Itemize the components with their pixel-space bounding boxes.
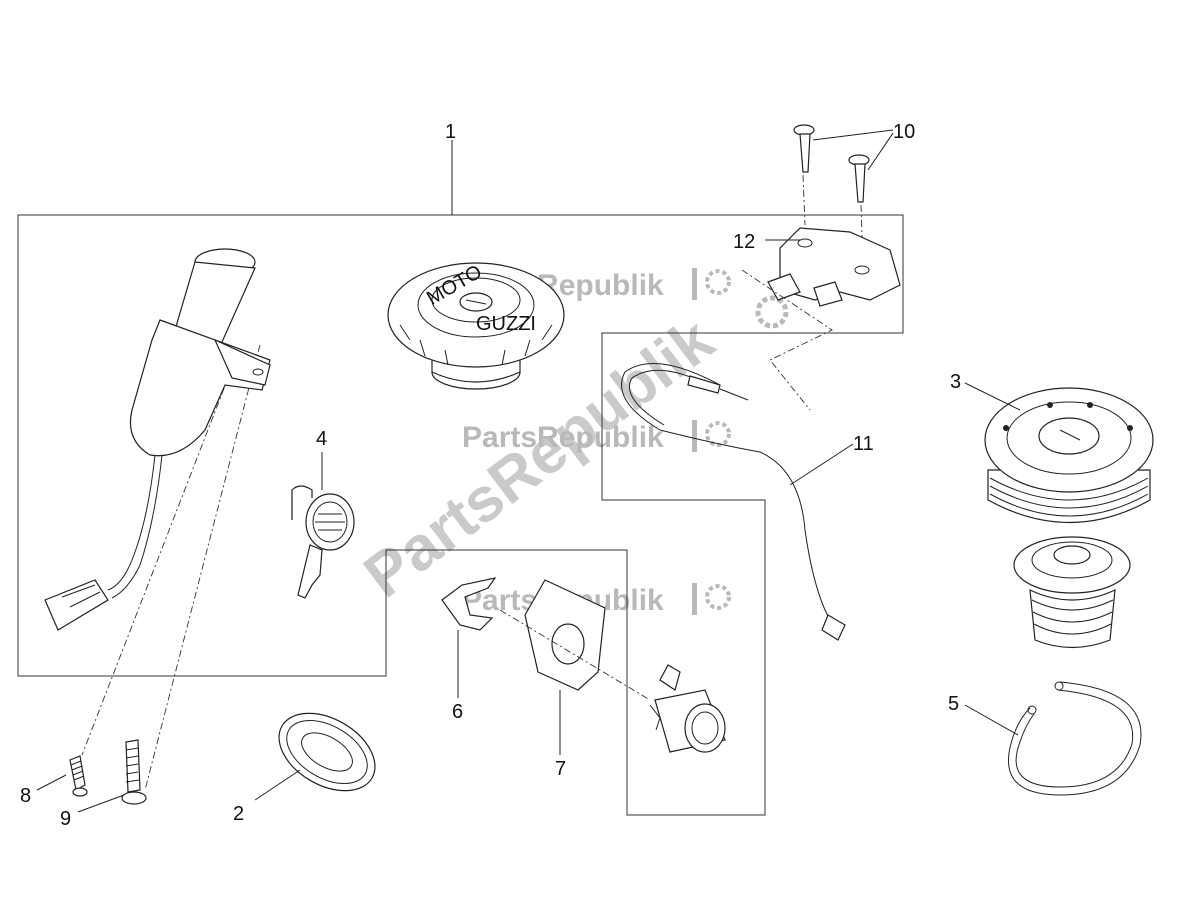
callout-8: 8 — [20, 785, 31, 807]
callout-12: 12 — [733, 231, 755, 253]
callout-1: 1 — [445, 121, 456, 143]
bolt-8 — [69, 755, 88, 797]
callout-10: 10 — [893, 121, 915, 143]
leader-lines — [36, 129, 1021, 813]
bracket-12 — [741, 227, 901, 411]
emblem-badge — [278, 712, 376, 792]
fuel-cap-logo-bottom: GUZZI — [476, 313, 536, 335]
callout-9: 9 — [60, 808, 71, 830]
release-cable-11 — [621, 363, 846, 641]
flag-gear-icon — [692, 268, 789, 615]
lock-barrel — [649, 664, 726, 753]
gasket-7 — [499, 579, 651, 701]
kit-frame-1 — [17, 214, 904, 816]
watermark-text-2: PartsRepublik — [462, 421, 664, 454]
callout-11: 11 — [853, 433, 874, 455]
fuel-cap-3 — [984, 387, 1154, 524]
callout-5: 5 — [948, 693, 959, 715]
key — [291, 485, 355, 599]
circlip-5 — [1008, 681, 1142, 796]
bolt-9 — [121, 739, 147, 805]
callout-labels: 1 2 3 4 5 6 7 8 9 10 11 12 — [20, 121, 961, 830]
filler-neck — [1013, 536, 1131, 649]
screws-10 — [793, 124, 870, 266]
fuel-cap-top: MOTO GUZZI — [387, 261, 565, 390]
callout-7: 7 — [555, 758, 566, 780]
ignition-switch — [44, 248, 271, 791]
callout-3: 3 — [950, 371, 961, 393]
group-frames — [17, 140, 904, 816]
plate-6 — [441, 577, 497, 631]
callout-2: 2 — [233, 803, 244, 825]
callout-6: 6 — [452, 701, 463, 723]
callout-4: 4 — [316, 428, 327, 450]
